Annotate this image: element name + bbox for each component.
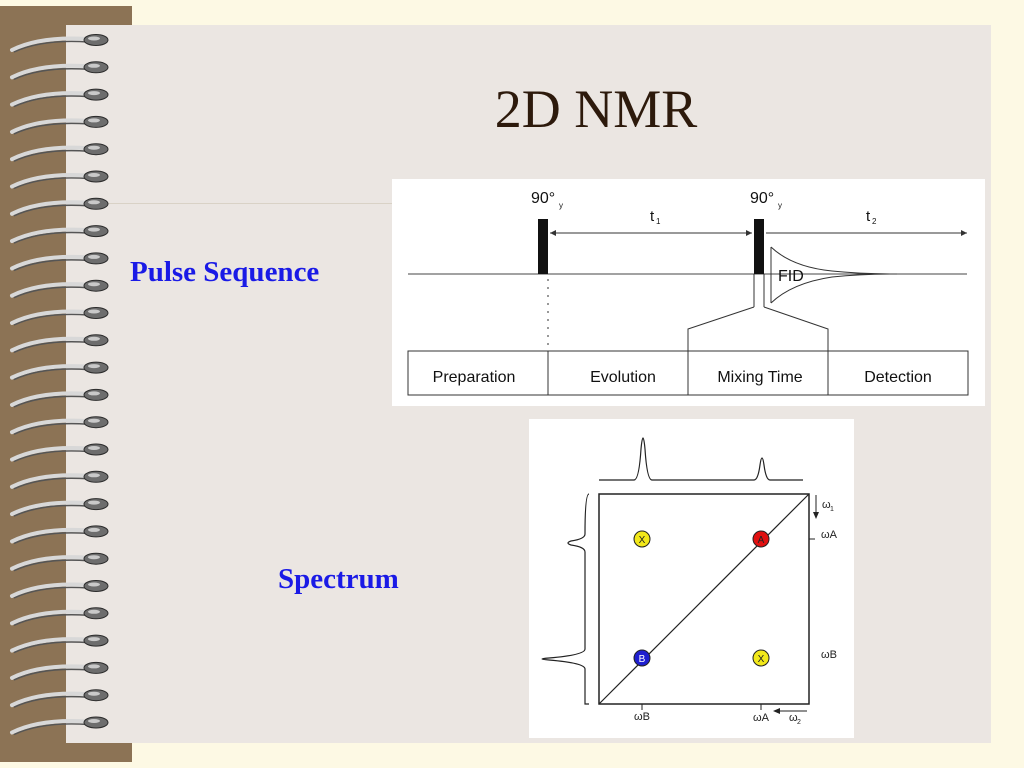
pulse-sequence-label: Pulse Sequence [130,256,320,288]
omega1-label: ω [822,499,831,511]
top-projection [599,437,803,481]
cross-peak-x2 [752,649,770,667]
t1-sub: 1 [656,217,661,226]
stage-mixing-time: Mixing Time [717,369,802,386]
t1-label: t [650,208,655,225]
spectrum-label: Spectrum [278,563,399,595]
omega2-sub: 2 [797,719,801,726]
binding-ring [10,634,109,654]
binding-ring [10,225,109,244]
pulse-sequence-diagram: 90° y 90° y t 1 t 2 FID Preparation Evol… [392,179,985,406]
spiral-binding [10,34,109,736]
binding-ring [10,61,109,80]
mixing-bracket-left [687,306,755,351]
slide-title: 2D NMR [494,79,698,139]
binding-ring [10,525,109,545]
binding-ring [10,334,109,353]
binding-ring [10,197,109,217]
spectrum-diagram: X A B X ω 1 ωA ωB ωB ωA ω 2 [529,419,854,738]
binding-ring [10,307,109,326]
binding-ring [10,716,109,736]
pulse-2 [754,219,764,274]
omega-b-right: ωB [821,649,837,661]
binding-ring [10,470,109,490]
omega-a-right: ωA [821,529,838,541]
t2-sub: 2 [872,217,877,226]
binding-ring [10,552,109,572]
binding-ring [10,416,109,435]
omega-a-bottom: ωA [753,712,770,724]
stage-preparation: Preparation [433,369,516,386]
binding-ring [10,689,109,708]
omega1-sub: 1 [830,506,834,513]
binding-ring [10,361,109,381]
diagonal-peak-a [752,530,770,548]
binding-ring [10,661,109,681]
diagonal-peak-b-label: B [639,654,646,665]
binding-ring [10,279,109,299]
binding-ring [10,443,109,463]
binding-ring [10,607,109,626]
pulse-1 [538,219,548,274]
omega2-label: ω [789,712,798,724]
pulse-2-sub: y [778,201,782,210]
pulse-1-label: 90° [531,190,555,207]
title-divider [66,203,456,204]
pulse-1-sub: y [559,201,563,210]
stage-evolution: Evolution [590,369,656,386]
binding-ring [10,115,109,135]
binding-ring [10,580,109,599]
cross-peak-x1-label: X [639,535,646,546]
diagonal-peak-b [633,649,651,667]
binding-ring [10,143,109,162]
binding-ring [10,170,109,190]
omega-b-bottom: ωB [634,711,650,723]
stage-detection: Detection [864,369,932,386]
binding-ring [10,498,109,517]
binding-ring [10,34,109,53]
binding-ring [10,88,109,108]
t2-label: t [866,208,871,225]
diagonal-line [598,493,810,705]
fid-signal [770,246,898,304]
cross-peak-x1 [633,530,651,548]
pulse-2-label: 90° [750,190,774,207]
cross-peak-x2-label: X [758,654,765,665]
mixing-bracket-right [763,306,829,351]
left-projection [541,493,590,705]
diagonal-peak-a-label: A [758,535,765,546]
fid-label: FID [778,268,804,285]
binding-ring [10,388,109,408]
spectrum-frame [598,493,810,705]
binding-ring [10,252,109,272]
